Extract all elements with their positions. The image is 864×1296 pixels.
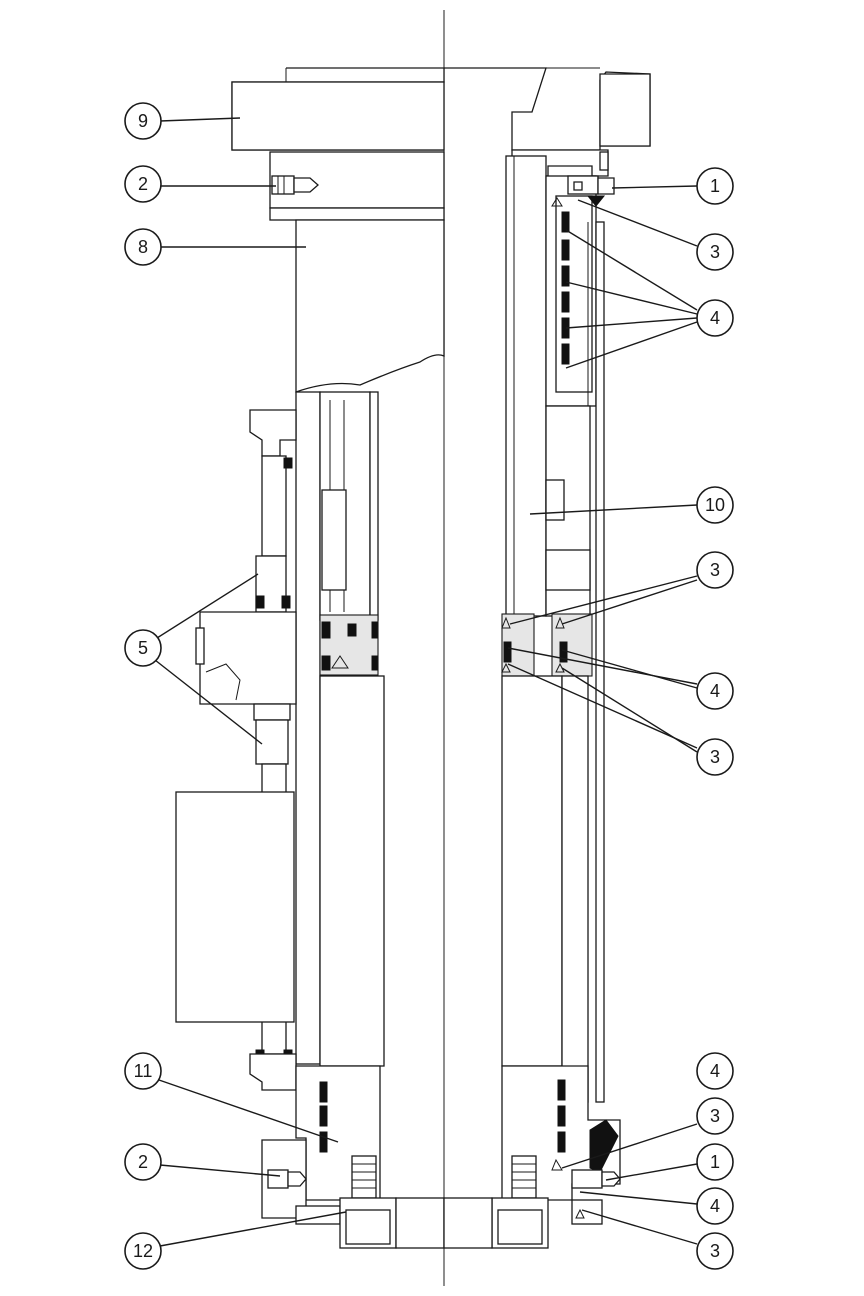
- external-tube-assembly: [175, 409, 297, 1091]
- callout-label: 10: [705, 495, 725, 515]
- callout-1: 1: [696, 1143, 734, 1181]
- callout-label: 1: [710, 176, 720, 196]
- left-half-exterior: [175, 67, 445, 1249]
- callout-label: 4: [710, 681, 720, 701]
- callout-2: 2: [124, 1143, 162, 1181]
- cylinder-body-left: [295, 219, 445, 393]
- callout-label: 8: [138, 237, 148, 257]
- callout-2: 2: [124, 165, 162, 203]
- callout-label: 2: [138, 1152, 148, 1172]
- callout-4: 4: [696, 1052, 734, 1090]
- callout-3: 3: [696, 551, 734, 589]
- callout-label: 3: [710, 1241, 720, 1261]
- lower-gland-left: [261, 1065, 445, 1249]
- callout-label: 4: [710, 1061, 720, 1081]
- callout-9: 9: [124, 102, 162, 140]
- collar-step-left: [269, 207, 445, 221]
- callout-label: 3: [710, 1106, 720, 1126]
- callout-10: 10: [696, 486, 734, 524]
- port-fitting-right: [599, 73, 651, 147]
- callout-11: 11: [124, 1052, 162, 1090]
- callout-label: 3: [710, 242, 720, 262]
- leader-lines: [154, 117, 698, 1247]
- callout-label: 2: [138, 174, 148, 194]
- callout-4: 4: [696, 299, 734, 337]
- right-half-section: [443, 67, 651, 1249]
- callout-label: 9: [138, 111, 148, 131]
- callout-5: 5: [124, 629, 162, 667]
- callout-label: 5: [138, 638, 148, 658]
- valve-block: [199, 611, 297, 705]
- callouts: 9 2 8 5 11 2 12 1: [124, 102, 734, 1270]
- callout-1: 1: [696, 167, 734, 205]
- callout-4: 4: [696, 1187, 734, 1225]
- head-block-left: [231, 81, 445, 151]
- set-screw-top-left: [271, 175, 319, 195]
- callout-label: 3: [710, 560, 720, 580]
- wiper-seal-right: [589, 1119, 619, 1173]
- callout-label: 4: [710, 1196, 720, 1216]
- cutaway-left: [295, 391, 385, 1067]
- callout-label: 11: [134, 1061, 153, 1081]
- callout-label: 12: [133, 1241, 153, 1261]
- callout-4: 4: [696, 672, 734, 710]
- callout-label: 4: [710, 308, 720, 328]
- callout-3: 3: [696, 233, 734, 271]
- callout-3: 3: [696, 1232, 734, 1270]
- callout-label: 1: [710, 1152, 720, 1172]
- callout-3: 3: [696, 1097, 734, 1135]
- callout-label: 3: [710, 747, 720, 767]
- callout-3: 3: [696, 738, 734, 776]
- callout-8: 8: [124, 228, 162, 266]
- set-screw-top-right: [567, 175, 615, 207]
- accumulator: [175, 791, 295, 1023]
- callout-12: 12: [124, 1232, 162, 1270]
